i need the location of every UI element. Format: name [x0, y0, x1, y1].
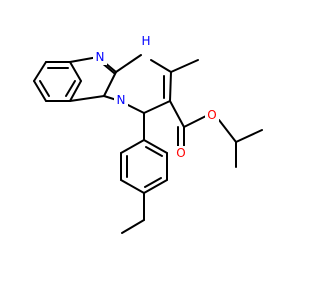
molecule-structure-diagram: H N N O O: [33, 33, 263, 234]
ethylphenyl-group: [120, 112, 168, 234]
ester-group: [169, 100, 263, 168]
pyrimidine-ring: [103, 54, 172, 114]
n-bridge-atom-label: N: [117, 93, 126, 107]
n-imine-atom-label: N: [96, 50, 105, 64]
nh-atom-label: H: [141, 34, 150, 48]
methyl-bond: [170, 59, 199, 73]
o-ester-atom-label: O: [207, 108, 216, 122]
o-carbonyl-atom-label: O: [176, 146, 185, 160]
benzene-ring-fused: [33, 61, 82, 102]
